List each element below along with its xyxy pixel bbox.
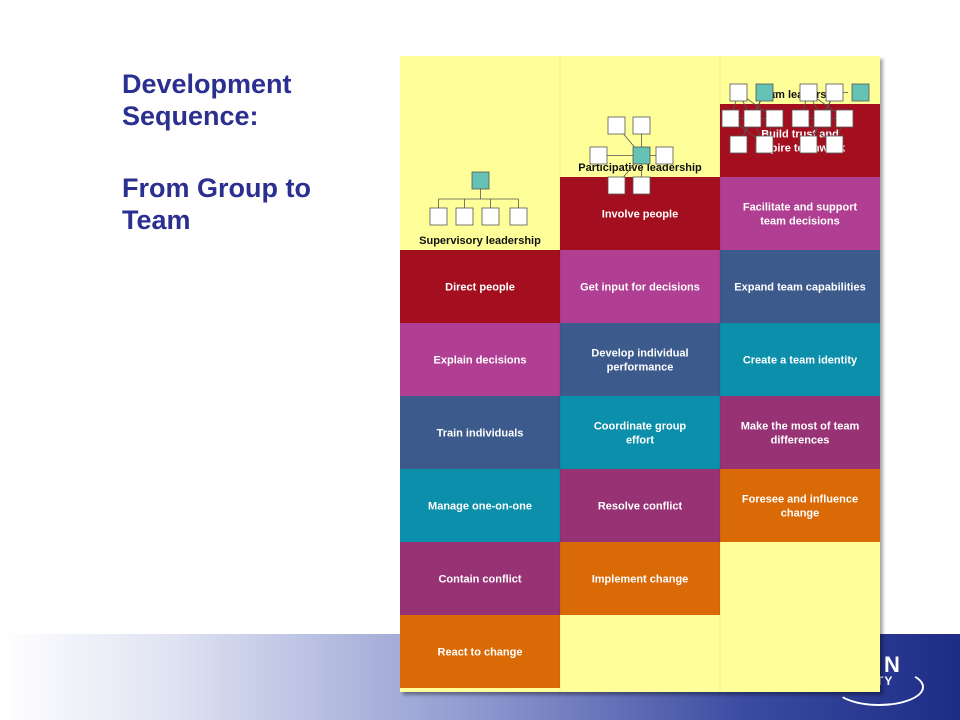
title-line-1: Development <box>122 69 292 99</box>
member-node-icon <box>765 109 784 128</box>
leader-node-icon <box>471 171 490 190</box>
member-node-icon <box>799 135 818 154</box>
step-cell <box>400 615 560 688</box>
member-node-icon <box>729 135 748 154</box>
logo-text-1: N <box>884 652 900 677</box>
member-node-icon <box>791 109 810 128</box>
title-line-3: From Group to <box>122 173 311 203</box>
leader-node-icon <box>632 146 651 165</box>
step-cell <box>560 323 720 396</box>
step-cell <box>400 396 560 469</box>
step-label: Train individuals <box>437 427 524 439</box>
member-node-icon <box>721 109 740 128</box>
step-cell <box>720 250 880 323</box>
step-cell <box>400 323 560 396</box>
logo-swoosh <box>834 668 924 706</box>
member-node-icon <box>607 116 626 135</box>
member-node-icon <box>509 207 528 226</box>
logo-text-2: TY <box>876 674 894 688</box>
step-cell <box>720 396 880 469</box>
step-label: Manage one-on-one <box>428 500 532 512</box>
member-node-icon <box>655 146 674 165</box>
step-cell <box>560 542 720 615</box>
member-node-icon <box>799 83 818 102</box>
member-node-icon <box>813 109 832 128</box>
title-line-2: Sequence: <box>122 101 259 131</box>
member-node-icon <box>755 135 774 154</box>
member-node-icon <box>632 116 651 135</box>
column-header: Supervisory leadership <box>419 235 541 247</box>
leader-node-icon <box>755 83 774 102</box>
step-cell <box>560 396 720 469</box>
member-node-icon <box>455 207 474 226</box>
member-node-icon <box>835 109 854 128</box>
member-node-icon <box>825 83 844 102</box>
member-node-icon <box>589 146 608 165</box>
member-node-icon <box>429 207 448 226</box>
title-line-4: Team <box>122 205 191 235</box>
step-cell <box>400 542 560 615</box>
step-label: Explain decisions <box>434 354 527 366</box>
member-node-icon <box>729 83 748 102</box>
column-header: Participative leadership <box>578 162 702 174</box>
leader-node-icon <box>851 83 870 102</box>
step-label: React to change <box>438 646 523 658</box>
member-node-icon <box>607 176 626 195</box>
member-node-icon <box>743 109 762 128</box>
step-cell <box>720 177 880 250</box>
step-label: Expand team capabilities <box>734 281 865 293</box>
step-cell <box>560 250 720 323</box>
step-cell <box>720 323 880 396</box>
slide-title: Development Sequence: From Group to Team <box>122 68 372 236</box>
member-node-icon <box>481 207 500 226</box>
step-label: Resolve conflict <box>598 500 683 512</box>
step-label: Involve people <box>602 208 678 220</box>
step-cell <box>720 469 880 542</box>
step-label: Direct people <box>445 281 515 293</box>
step-cell <box>560 469 720 542</box>
step-label: Create a team identity <box>743 354 858 366</box>
step-cell <box>400 250 560 323</box>
step-label: Implement change <box>592 573 689 585</box>
step-label: Build trust andinspire teamwork <box>755 128 846 154</box>
step-label: Get input for decisions <box>580 281 700 293</box>
member-node-icon <box>825 135 844 154</box>
member-node-icon <box>632 176 651 195</box>
title-spacer <box>122 132 372 172</box>
step-cell <box>400 469 560 542</box>
footer-logo: N TY <box>834 652 924 706</box>
step-label: Contain conflict <box>438 573 521 585</box>
